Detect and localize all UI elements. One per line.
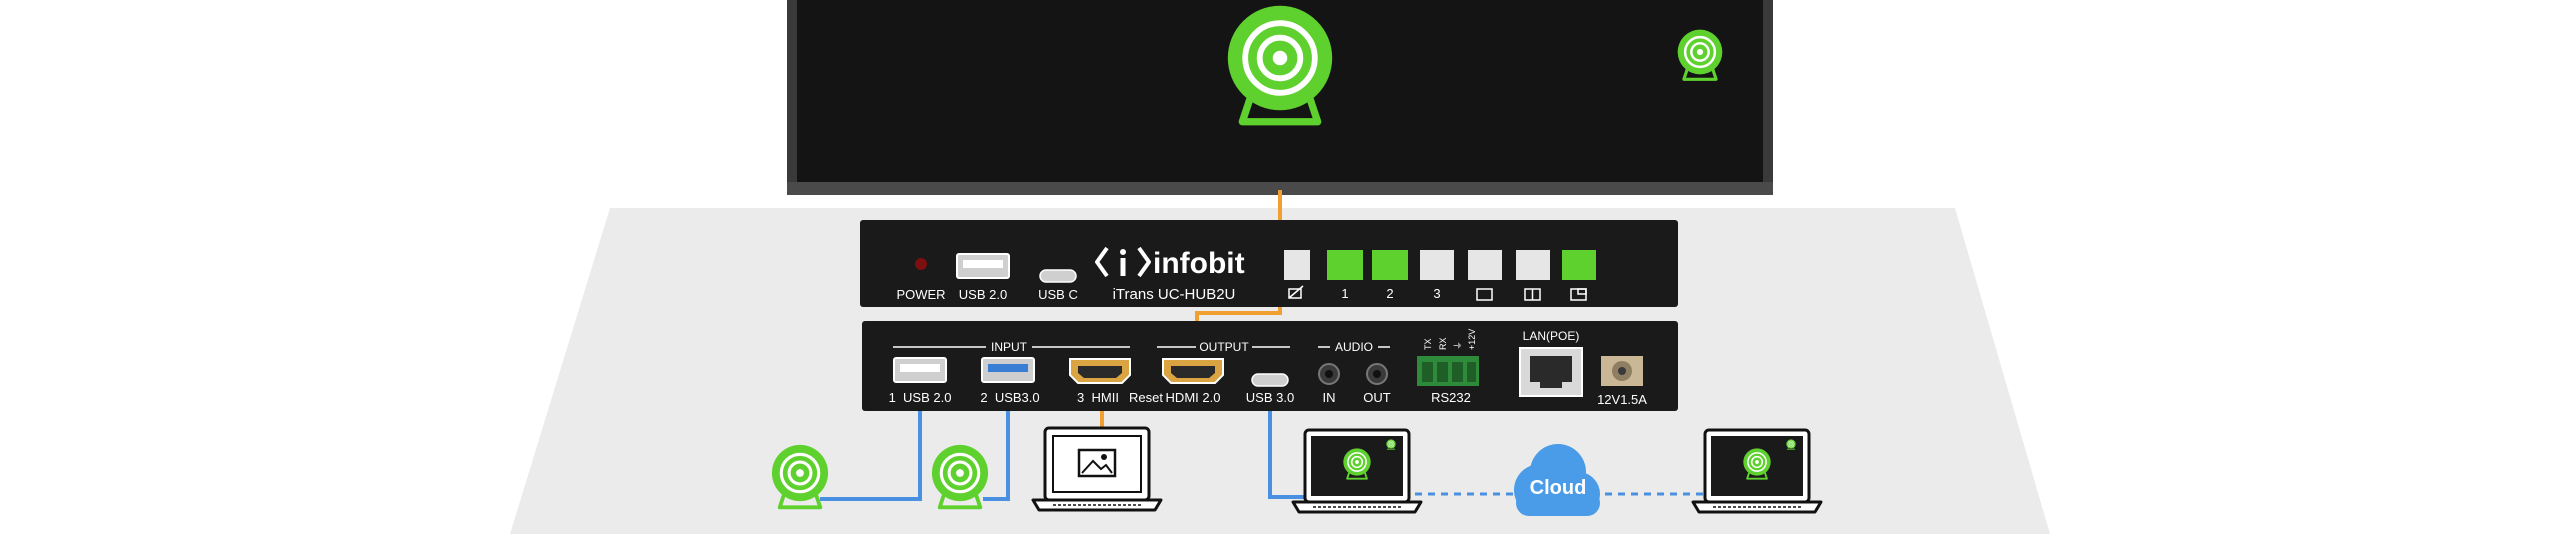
- button-input-1[interactable]: [1327, 250, 1363, 280]
- port-label-usb3-output: USB 3.0: [1246, 390, 1294, 405]
- button-usb-mode[interactable]: [1284, 250, 1310, 280]
- laptop-icon: [1291, 428, 1423, 514]
- port-label-rs232: RS232: [1431, 390, 1471, 405]
- model-name: iTrans UC-HUB2U: [1113, 286, 1236, 303]
- port-label-hdmi-output: HDMI 2.0: [1166, 390, 1221, 405]
- group-title-input: INPUT: [991, 340, 1028, 354]
- group-title-output: OUTPUT: [1199, 340, 1249, 354]
- port-label-power: POWER: [896, 287, 945, 302]
- button-input-2[interactable]: [1372, 250, 1408, 280]
- port-label-audio-in: IN: [1323, 390, 1336, 405]
- port-label-usb2-input: 1 USB 2.0: [889, 390, 952, 405]
- usb3-output-port: [1251, 373, 1289, 387]
- port-label-usb2: USB 2.0: [959, 287, 1007, 302]
- power-led: [915, 258, 927, 270]
- image-icon: [1077, 448, 1117, 478]
- port-label-audio-out: OUT: [1363, 390, 1391, 405]
- port-label-power-input: 12V1.5A: [1597, 392, 1647, 407]
- rs232-pin-tx: TX: [1423, 338, 1433, 350]
- pip-view-icon: [1570, 288, 1587, 301]
- rs232-terminal: [1417, 356, 1479, 386]
- usb2-port: [956, 253, 1010, 279]
- full-view-icon: [1476, 288, 1493, 301]
- usbc-port: [1039, 269, 1077, 283]
- rs232-pin-rx: RX: [1438, 337, 1448, 350]
- port-label-usbc: USB C: [1038, 287, 1078, 302]
- brand-logo: infobit: [1153, 247, 1245, 280]
- hdmi-input-port: [1069, 358, 1131, 384]
- laptop-icon: [1031, 426, 1163, 512]
- rs232-pin-gnd: ⏚: [1453, 341, 1463, 350]
- usb-camera2-line: [983, 390, 1010, 501]
- port-label-usb3-input: 2 USB3.0: [980, 390, 1039, 405]
- usb-camera1-line: [820, 390, 922, 501]
- usb3-laptop-line: [1268, 390, 1305, 499]
- usb3-input-port: [981, 357, 1035, 383]
- rs232-pin-12v: +12V: [1467, 329, 1477, 350]
- cloud-icon: [1514, 444, 1600, 516]
- button-split-view[interactable]: [1516, 250, 1550, 280]
- rear-panel: INPUT OUTPUT AUDIO TX R: [862, 321, 1678, 411]
- button-full-view[interactable]: [1468, 250, 1502, 280]
- port-label-reset: Reset: [1129, 390, 1163, 405]
- group-title-audio: AUDIO: [1335, 340, 1373, 354]
- infobit-logo-icon: [1095, 246, 1151, 278]
- dc-power-jack: [1601, 356, 1643, 386]
- group-title-lan: LAN(POE): [1523, 329, 1580, 343]
- audio-out-jack: [1366, 363, 1388, 385]
- button-label-2: 2: [1386, 286, 1393, 301]
- button-pip-view[interactable]: [1562, 250, 1596, 280]
- cloud-label: Cloud: [1530, 477, 1587, 499]
- button-input-3[interactable]: [1420, 250, 1454, 280]
- split-view-icon: [1524, 288, 1541, 301]
- selector-buttons: [1284, 250, 1596, 280]
- hdmi-output-port: [1162, 358, 1224, 384]
- display-screen: [787, 0, 1773, 195]
- usb2-input-port: [893, 357, 947, 383]
- port-label-hdmi-input: 3 HMII: [1077, 390, 1119, 405]
- front-panel: POWER USB 2.0 USB C infobit iTrans UC-HU…: [860, 220, 1678, 307]
- button-label-3: 3: [1433, 286, 1440, 301]
- audio-in-jack: [1318, 363, 1340, 385]
- usb-mode-icon: [1288, 285, 1304, 299]
- lan-port: [1519, 347, 1583, 397]
- laptop-icon: [1691, 428, 1823, 514]
- button-label-1: 1: [1341, 286, 1348, 301]
